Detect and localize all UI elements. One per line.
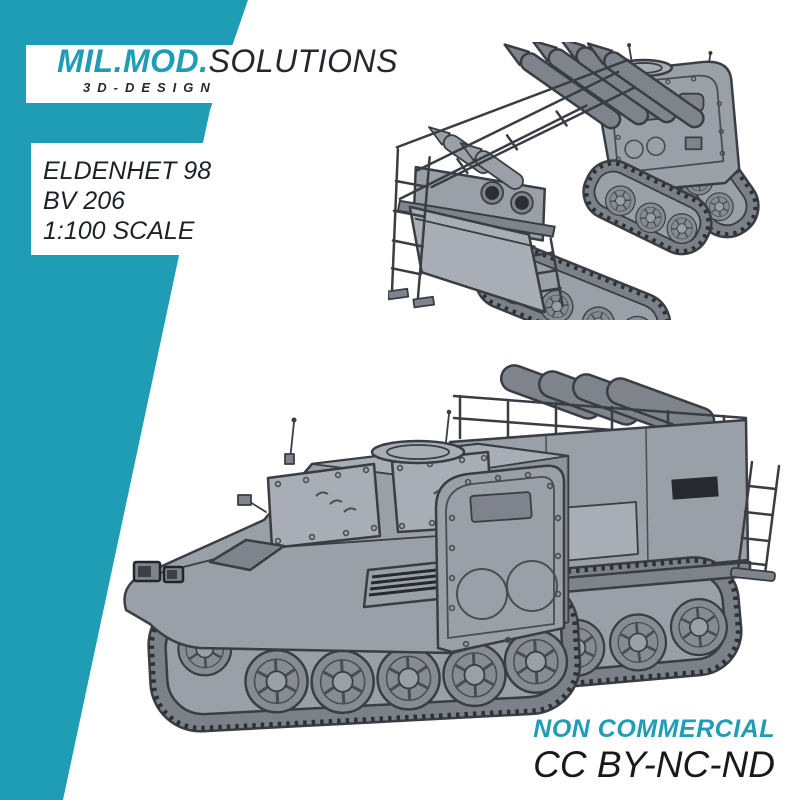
product-info-box: ELDENHET 98 BV 206 1:100 SCALE <box>31 143 331 255</box>
brand-name-secondary: SOLUTIONS <box>208 43 398 79</box>
rear-railing-frame <box>388 58 630 309</box>
rear-side-box <box>559 501 639 562</box>
rear-launcher-unit <box>388 42 705 320</box>
roof-hatch <box>370 439 466 465</box>
rear-access-ladder <box>729 460 781 582</box>
brand-name-primary: MIL.MOD. <box>57 43 209 79</box>
launcher-rack-rails <box>414 70 636 189</box>
side-mirror <box>237 494 267 513</box>
product-scale: 1:100 SCALE <box>43 217 195 245</box>
brand-tagline: 3D-DESIGN <box>83 80 217 95</box>
brand-logo-box: MIL.MOD.SOLUTIONS 3D-DESIGN <box>26 45 410 103</box>
rear-vent <box>671 476 719 500</box>
license-code: CC BY-NC-ND <box>533 744 775 785</box>
product-platform: BV 206 <box>43 187 126 215</box>
cab-antenna <box>284 417 297 465</box>
headlights <box>132 560 185 584</box>
vehicle-render-front-view <box>123 364 781 733</box>
product-name: ELDENHET 98 <box>43 157 212 185</box>
rear-skirt-panel <box>408 205 546 314</box>
roof-antenna <box>445 409 452 443</box>
vehicle-render-rear-view <box>388 42 760 320</box>
deck-edge <box>396 199 556 238</box>
cab-body <box>123 409 570 655</box>
license-block: NON COMMERCIAL CC BY-NC-ND <box>533 716 775 785</box>
missile-tubes <box>428 42 705 215</box>
license-usage-label: NON COMMERCIAL <box>533 715 775 743</box>
windshield-left <box>266 462 382 550</box>
cab-mid-track <box>582 159 713 256</box>
brand-logo: MIL.MOD.SOLUTIONS <box>57 45 410 78</box>
hood-scoop <box>208 538 286 572</box>
side-door <box>434 464 566 654</box>
